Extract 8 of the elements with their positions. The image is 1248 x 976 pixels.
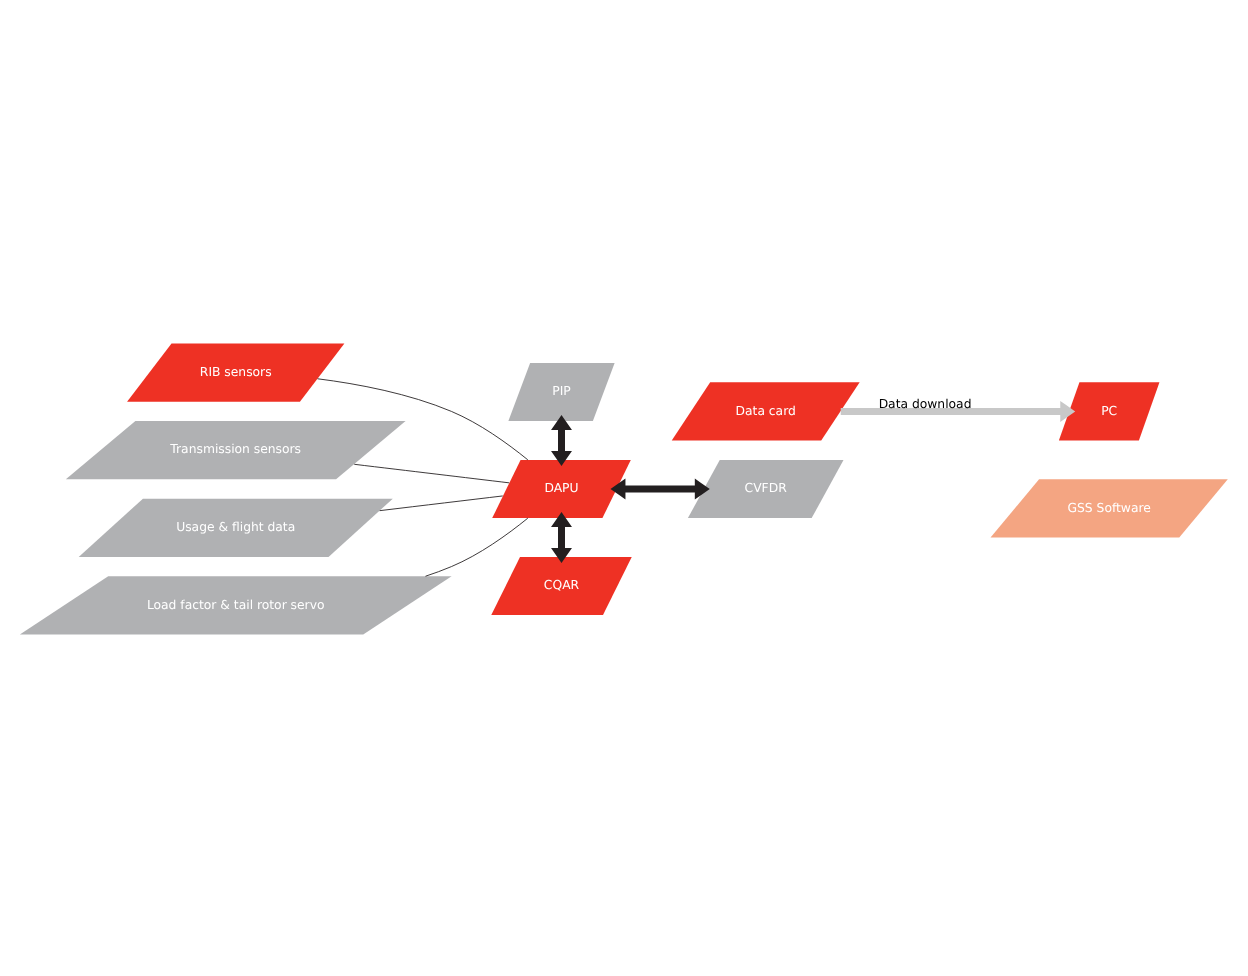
- arrow: [610, 477, 710, 499]
- connector: [379, 494, 504, 511]
- arrow: [551, 414, 572, 465]
- arrow: [840, 399, 1076, 421]
- connector: [425, 516, 529, 576]
- arrow: [551, 511, 572, 562]
- connector: [317, 377, 529, 460]
- connector: [353, 462, 510, 483]
